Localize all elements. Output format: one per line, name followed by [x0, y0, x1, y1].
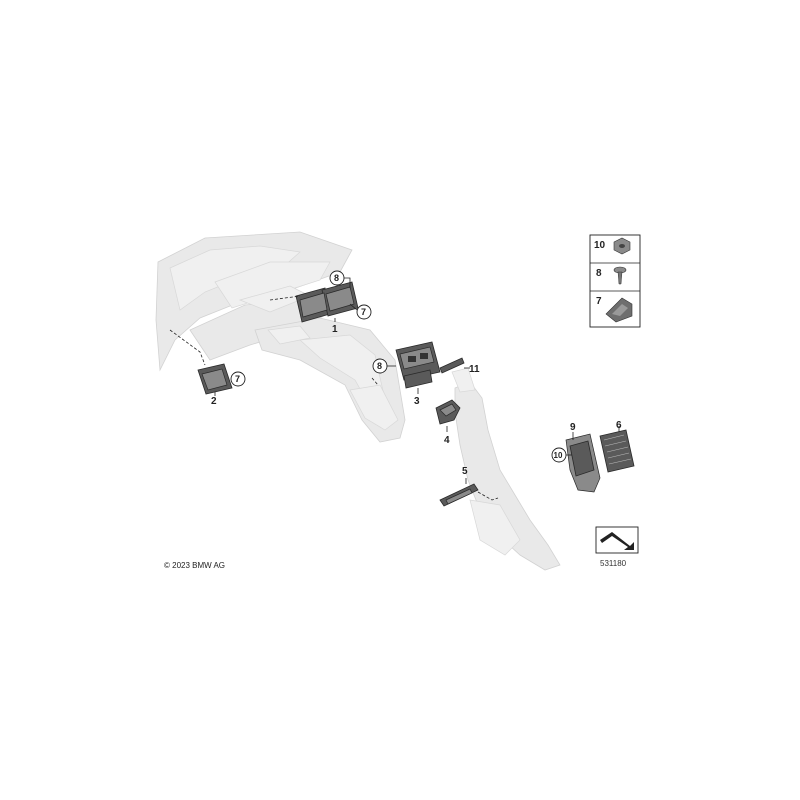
- part-1-dash-line: [269, 295, 301, 301]
- circled-label-8-top: 8: [334, 273, 339, 283]
- callout-8-top: 8: [329, 270, 345, 286]
- circled-label-7-left: 7: [235, 374, 240, 384]
- circled-label-7-top: 7: [361, 307, 366, 317]
- part-5-dash-line: [477, 491, 499, 501]
- circled-label-10-right: 10: [554, 451, 563, 460]
- part-1-front-vent: [295, 281, 359, 323]
- legend-label-10: 10: [594, 240, 606, 251]
- callout-10-right: 10: [551, 447, 567, 463]
- part-9-control-unit: [565, 433, 601, 493]
- part-2-dash-line: [169, 329, 206, 366]
- leader-8-top: [344, 277, 351, 288]
- clip-icon: [605, 297, 633, 323]
- direction-symbol-box: [595, 526, 639, 554]
- part-3-rear-vent: [395, 341, 441, 389]
- label-part-1: 1: [332, 324, 338, 335]
- leader-7-top: [349, 303, 358, 311]
- callout-7-top: 7: [356, 304, 372, 320]
- screw-icon: [613, 266, 627, 285]
- label-part-11: 11: [469, 364, 480, 375]
- circled-label-8-mid: 8: [377, 361, 382, 371]
- part-3-dash-line: [371, 377, 379, 386]
- standard-parts-legend: 10 8 7: [589, 234, 641, 328]
- label-part-2: 2: [211, 396, 217, 407]
- label-part-5: 5: [462, 466, 468, 477]
- label-part-9: 9: [570, 422, 576, 433]
- label-part-4: 4: [444, 435, 450, 446]
- part-5-duct: [439, 483, 479, 507]
- callout-7-left: 7: [230, 371, 246, 387]
- legend-label-8: 8: [596, 268, 602, 279]
- part-4-bracket: [435, 399, 461, 425]
- nut-icon: [613, 237, 631, 255]
- part-6-filter: [599, 429, 635, 473]
- legend-label-7: 7: [596, 296, 602, 307]
- callout-8-mid: 8: [372, 358, 388, 374]
- label-part-3: 3: [414, 396, 420, 407]
- diagram-number: 531180: [600, 559, 627, 568]
- copyright-notice: © 2023 BMW AG: [164, 561, 225, 570]
- part-11-strip: [439, 357, 465, 374]
- part-2-side-vent: [197, 363, 233, 395]
- tunnel-bracket-ghost: [451, 367, 561, 571]
- direction-arrow-icon: [600, 532, 634, 550]
- label-part-6: 6: [616, 420, 622, 431]
- center-console-ghost: [254, 317, 406, 443]
